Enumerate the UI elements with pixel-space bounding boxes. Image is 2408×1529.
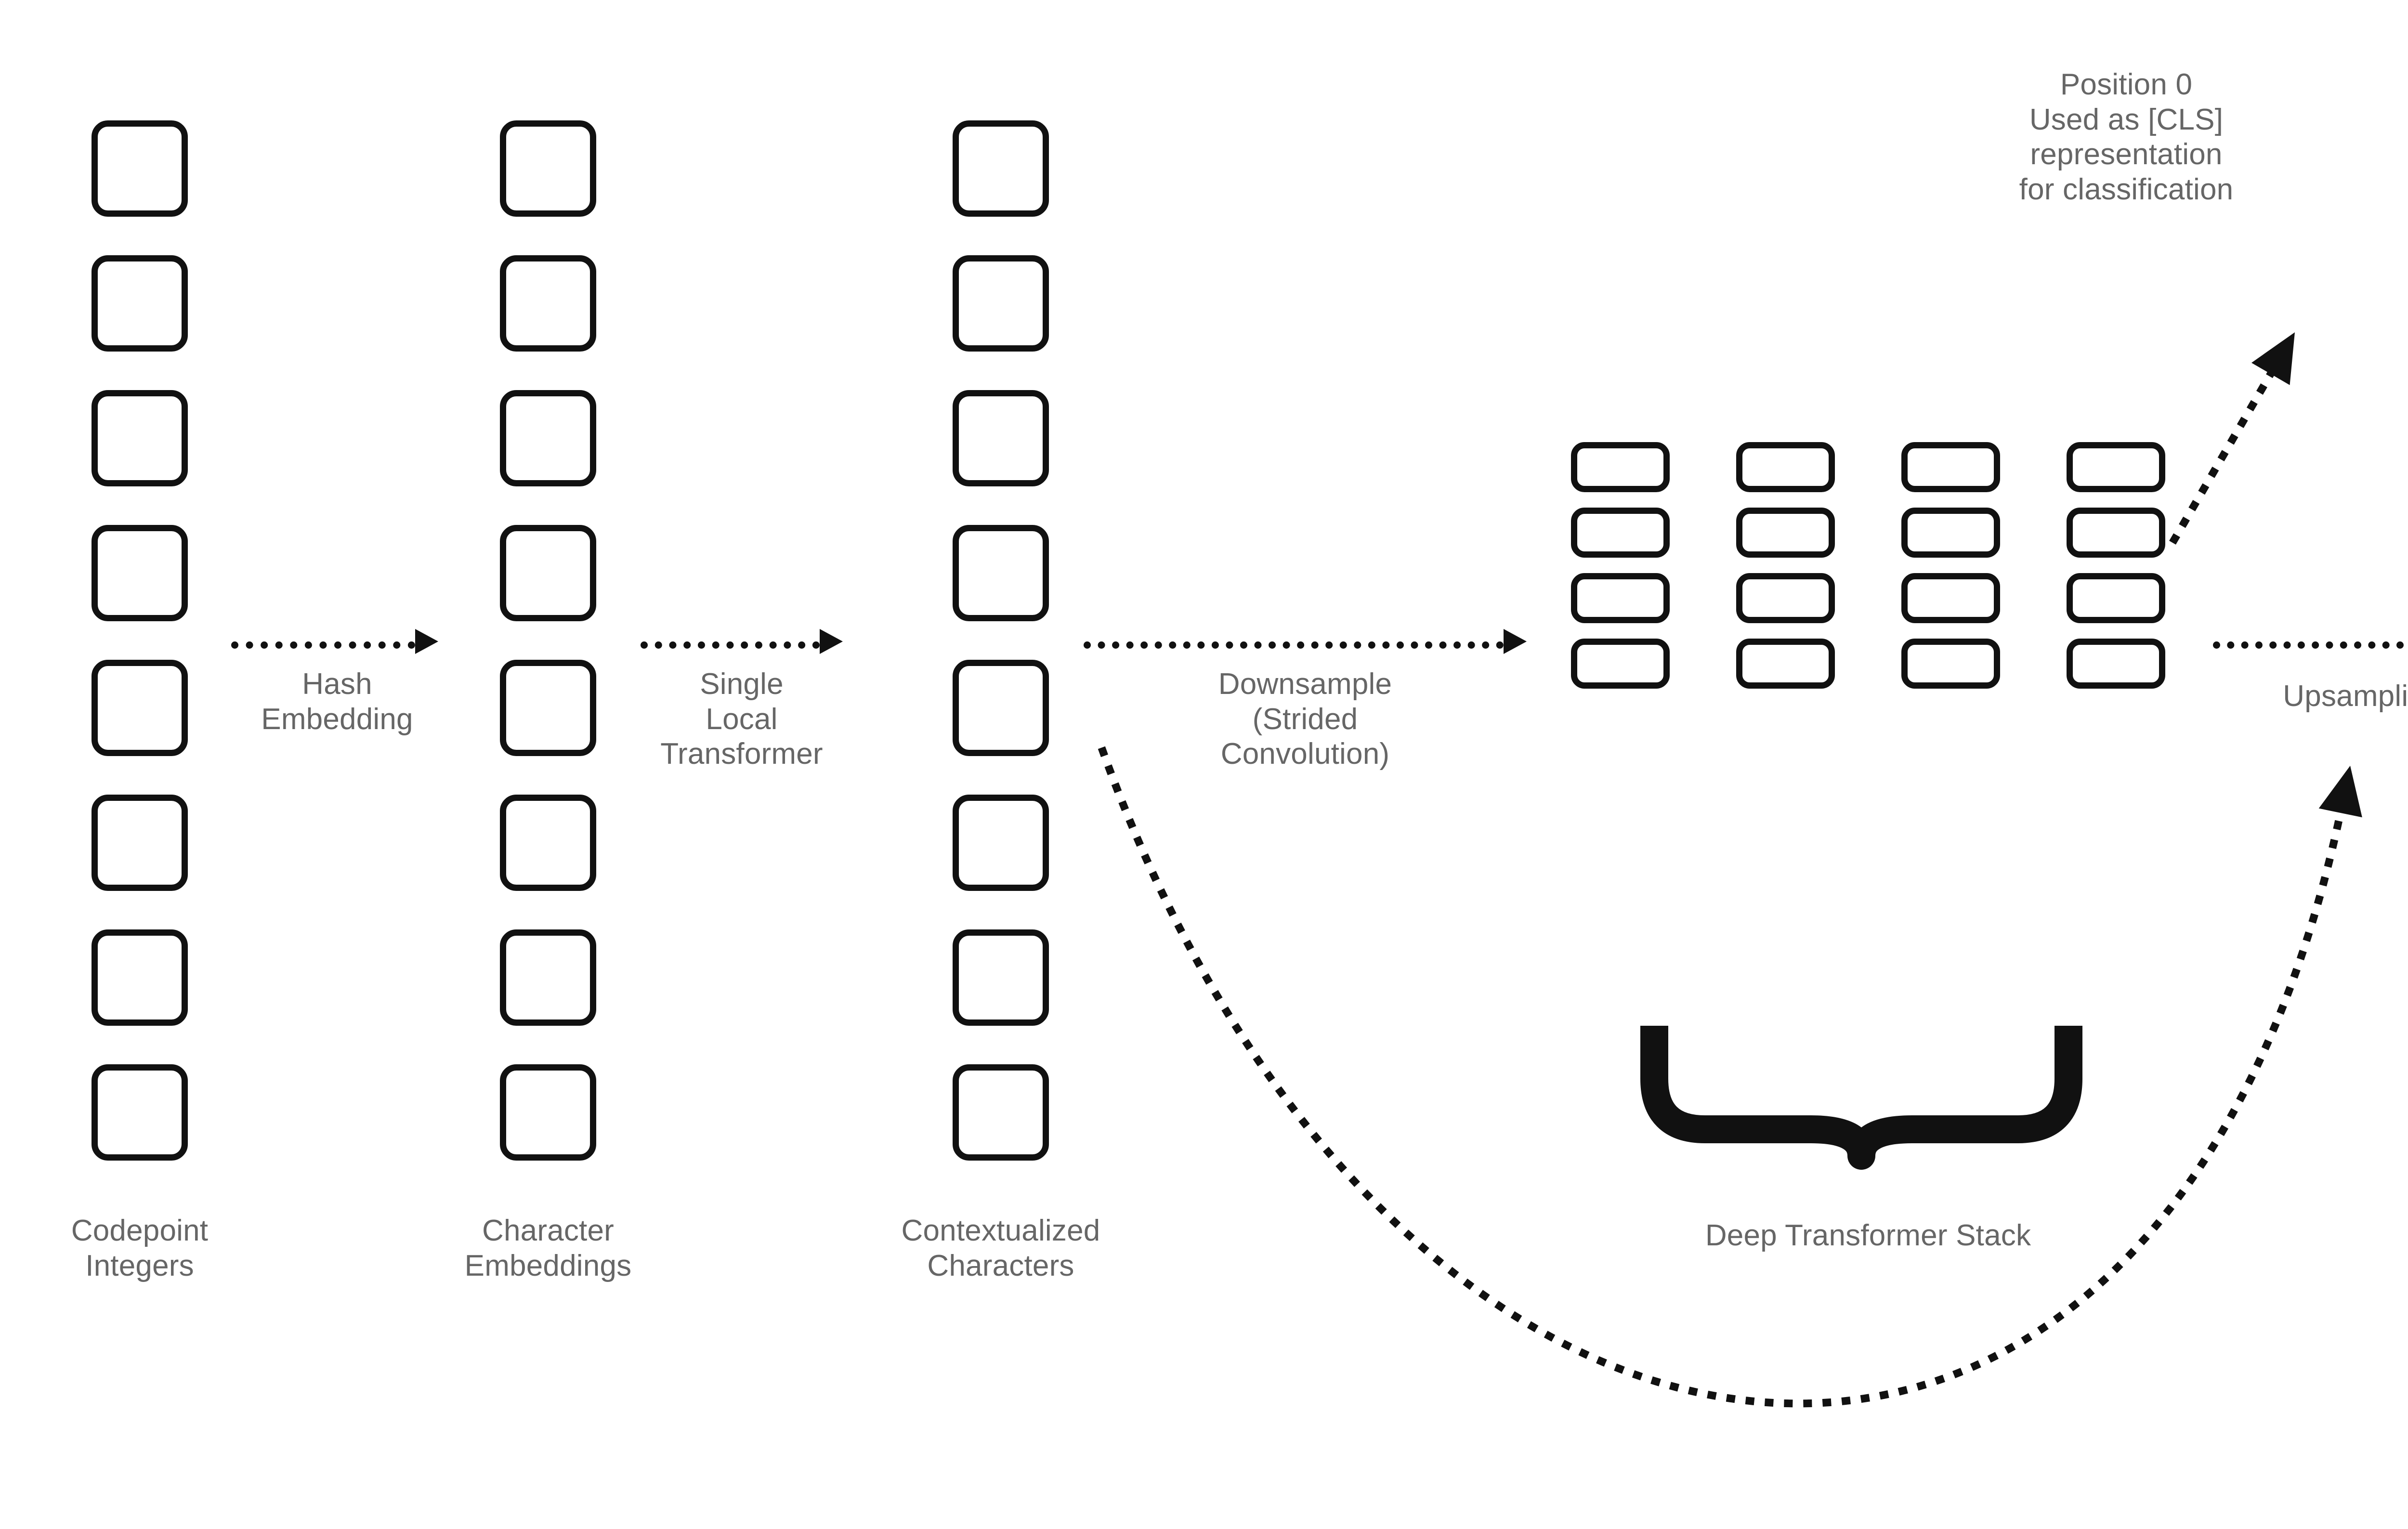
token-box	[953, 660, 1049, 756]
arrow-head-icon	[820, 629, 843, 654]
arrow-label-single-local-transformer: Single Local Transformer	[660, 667, 823, 771]
cls-pointer-arrow-arrow-head-icon	[2251, 332, 2295, 385]
arrow-shaft	[2213, 641, 2408, 649]
arrow-shaft	[231, 641, 415, 649]
token-box	[500, 929, 596, 1026]
transformer-cell	[1901, 442, 2000, 492]
token-box	[500, 660, 596, 756]
transformer-cell	[1571, 508, 1670, 558]
token-box	[500, 120, 596, 217]
transformer-cell	[1571, 442, 1670, 492]
transformer-cell	[1736, 639, 1835, 689]
column-label-codepoint-integers: Codepoint Integers	[71, 1214, 209, 1282]
token-box	[92, 1064, 188, 1161]
token-box	[500, 1064, 596, 1161]
arrow-shaft	[1084, 641, 1504, 649]
token-box	[953, 795, 1049, 891]
token-box	[953, 929, 1049, 1026]
arrow-shaft	[641, 641, 820, 649]
token-box	[500, 795, 596, 891]
transformer-cell	[1736, 573, 1835, 623]
transformer-cell	[2067, 508, 2165, 558]
token-box	[92, 929, 188, 1026]
token-box	[953, 120, 1049, 217]
token-box	[500, 255, 596, 352]
deep-transformer-stack-label: Deep Transformer Stack	[1705, 1219, 2031, 1252]
transformer-cell	[1571, 639, 1670, 689]
token-box	[953, 1064, 1049, 1161]
column-label-character-embeddings: Character Embeddings	[464, 1214, 632, 1282]
token-box	[92, 255, 188, 352]
token-box	[500, 525, 596, 621]
brace-path	[1640, 1026, 2082, 1170]
token-box	[92, 660, 188, 756]
arrow-head-icon	[415, 629, 438, 654]
transformer-cell	[2067, 573, 2165, 623]
transformer-cell	[1571, 573, 1670, 623]
token-box	[500, 390, 596, 486]
residual-skip-connection-path	[1098, 746, 2347, 1408]
transformer-cell	[2067, 442, 2165, 492]
arrow-label-hash-embedding: Hash Embedding	[261, 667, 413, 736]
transformer-cell	[1901, 508, 2000, 558]
arrow-label-downsample: Downsample (Strided Convolution)	[1218, 667, 1392, 771]
token-box	[953, 390, 1049, 486]
transformer-cell	[1736, 442, 1835, 492]
transformer-cell	[1901, 573, 2000, 623]
transformer-cell	[1901, 639, 2000, 689]
annotation-cls-position-note: Position 0 Used as [CLS] representation …	[2019, 68, 2234, 206]
transformer-cell	[2067, 639, 2165, 689]
token-box	[953, 255, 1049, 352]
token-box	[92, 795, 188, 891]
stack-brace	[1640, 1026, 2082, 1170]
token-box	[92, 525, 188, 621]
transformer-cell	[1736, 508, 1835, 558]
column-label-contextualized-characters: Contextualized Characters	[901, 1214, 1100, 1282]
arrow-head-icon	[1504, 629, 1527, 654]
arrow-label-upsampling: Upsampling	[2283, 680, 2408, 713]
token-box	[92, 390, 188, 486]
token-box	[953, 525, 1049, 621]
token-box	[92, 120, 188, 217]
cls-pointer-arrow-line	[2169, 364, 2278, 545]
residual-skip-connection-arrow-head-icon	[2318, 766, 2362, 818]
